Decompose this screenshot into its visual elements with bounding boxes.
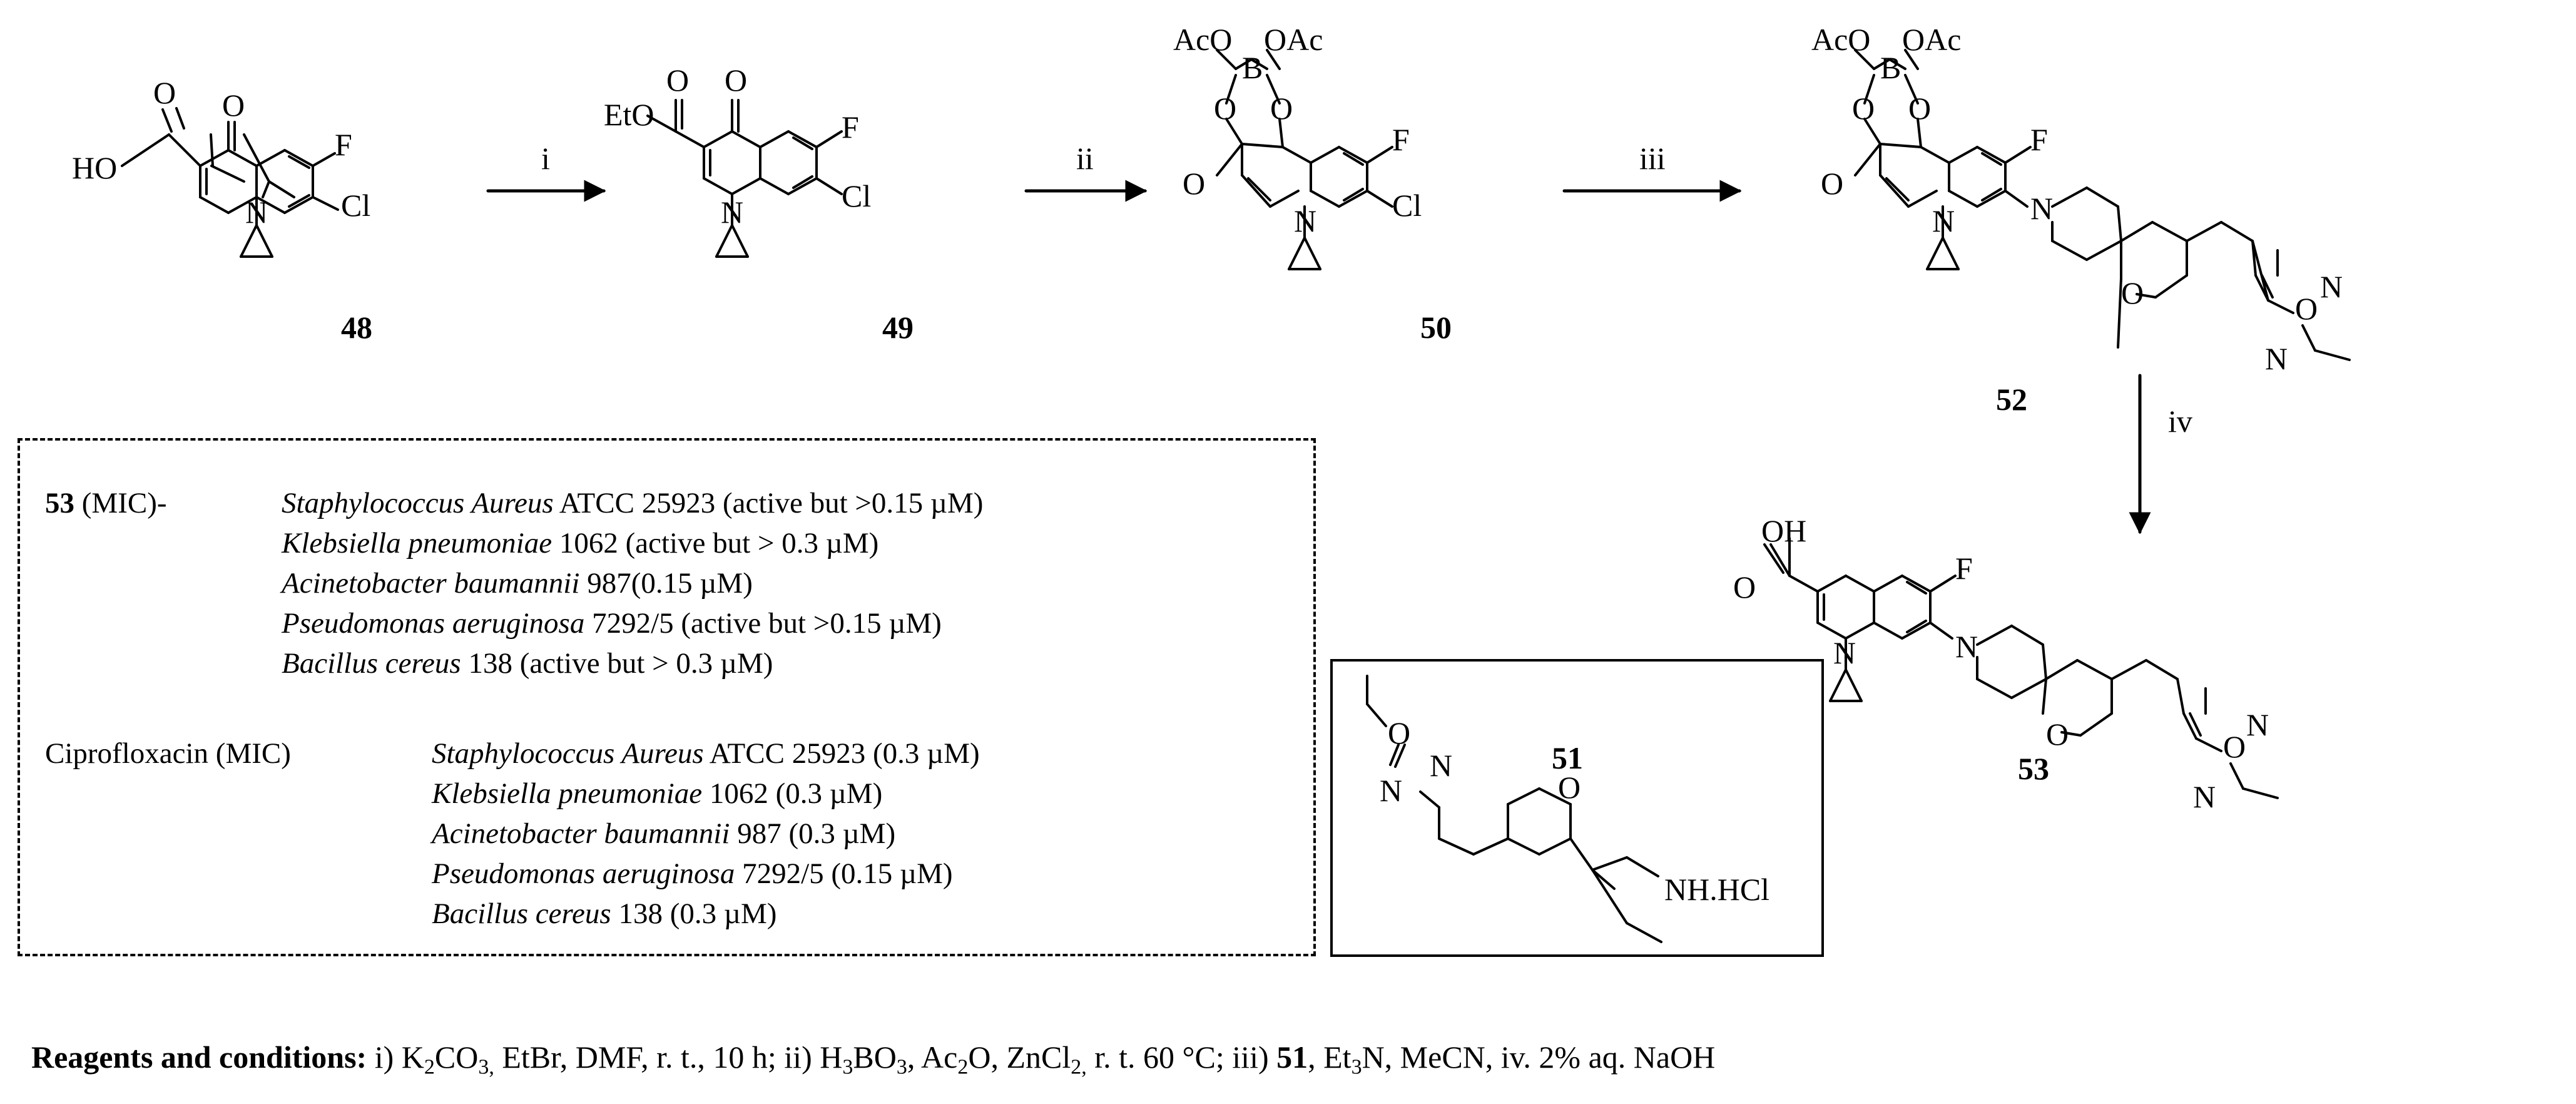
atom-label: N: [1833, 635, 1856, 670]
mic-row: Klebsiella pneumoniae 1062 (0.3 µM): [432, 777, 883, 810]
atom-label: N: [2193, 779, 2216, 814]
atom-label: N: [721, 195, 743, 230]
step-label-ii: ii: [1076, 141, 1094, 176]
atom-label: O: [222, 88, 245, 123]
compound-number-53: 53: [2018, 751, 2049, 786]
atom-label: O: [1183, 166, 1205, 201]
atom-label: F: [1955, 551, 1973, 586]
atom-label: O: [1733, 570, 1756, 605]
compound-51-box: [1330, 659, 1824, 957]
atom-label: O: [1270, 91, 1293, 126]
compound-number-50: 50: [1420, 310, 1452, 345]
mic-row: Klebsiella pneumoniae 1062 (active but >…: [282, 527, 879, 560]
mic-reference-label: Ciprofloxacin (MIC): [45, 737, 291, 770]
atom-label: N: [2246, 707, 2269, 742]
atom-label: N: [2265, 341, 2288, 376]
atom-label: O: [725, 63, 747, 98]
compound-50-structure: [1216, 49, 1393, 270]
atom-label: O: [1821, 166, 1843, 201]
atom-label: F: [335, 127, 352, 162]
compound-number-51: 51: [1552, 740, 1583, 775]
atom-label: AcO: [1811, 22, 1870, 57]
atom-label: O: [1908, 91, 1931, 126]
atom-label: N: [1932, 203, 1955, 238]
step-label-iv: iv: [2168, 404, 2192, 439]
atom-label: O: [2295, 291, 2318, 326]
mic-compound-results: Staphylococcus Aureus ATCC 25923 (active…: [282, 483, 983, 683]
mic-row: Pseudomonas aeruginosa 7292/5 (active bu…: [282, 607, 942, 640]
atom-label: N: [1955, 629, 1978, 664]
compound-51-structure: [1366, 675, 1662, 943]
compound-53-structure: [1763, 537, 2279, 799]
atom-label: N: [2320, 269, 2343, 304]
atom-label: O: [2121, 275, 2144, 310]
atom-label: N: [1430, 748, 1452, 783]
atom-label: N: [1294, 203, 1316, 238]
atom-label: B: [1242, 50, 1263, 85]
atom-label: Cl: [842, 178, 871, 213]
atom-label: HO: [72, 150, 117, 185]
atom-label: EtO: [604, 97, 654, 132]
atom-label: O: [1214, 91, 1236, 126]
atom-label: O: [2223, 729, 2246, 764]
atom-label: N: [2030, 191, 2053, 226]
atom-label: O: [153, 75, 176, 110]
atom-label: F: [1392, 122, 1410, 157]
step-label-iii: iii: [1639, 141, 1666, 176]
atom-label: AcO: [1173, 22, 1232, 57]
atom-label: B: [1880, 50, 1901, 85]
mic-reference-results: Staphylococcus Aureus ATCC 25923 (0.3 µM…: [432, 733, 980, 934]
atom-label: Cl: [341, 188, 370, 223]
compound-number-52: 52: [1996, 382, 2027, 417]
atom-label: O: [1558, 770, 1581, 805]
mic-compound-label: 53 (MIC)-: [45, 487, 167, 519]
compound-number-48: 48: [341, 310, 372, 345]
mic-row: Bacillus cereus 138 (active but > 0.3 µM…: [282, 647, 773, 680]
atom-label: O: [1852, 91, 1875, 126]
atom-label: N: [245, 195, 268, 230]
reagents-conditions: Reagents and conditions: i) K2CO3, EtBr,…: [31, 1040, 1716, 1079]
mic-results-box: [18, 438, 1316, 956]
mic-row: Bacillus cereus 138 (0.3 µM): [432, 897, 777, 930]
atom-label: NH.HCl: [1664, 872, 1769, 907]
atom-label: N: [1380, 773, 1402, 808]
atom-label: O: [2046, 717, 2069, 752]
compound-number-49: 49: [882, 310, 914, 345]
atom-label: O: [1388, 715, 1410, 750]
compound-52-structure: [1854, 49, 2351, 361]
atom-label: F: [2030, 122, 2048, 157]
atom-label: Cl: [1392, 188, 1422, 223]
atom-label: OH: [1761, 513, 1806, 548]
compound-49-structure: [646, 99, 843, 258]
atom-label: F: [842, 110, 859, 145]
mic-row: Acinetobacter baumannii 987 (0.3 µM): [432, 817, 896, 850]
mic-row: Staphylococcus Aureus ATCC 25923 (active…: [282, 487, 984, 519]
mic-row: Pseudomonas aeruginosa 7292/5 (0.15 µM): [432, 857, 953, 890]
atom-label: O: [666, 63, 689, 98]
compound-48-structure: [121, 107, 339, 258]
step-label-i: i: [541, 141, 550, 176]
atom-label: OAc: [1902, 22, 1961, 57]
atom-label: OAc: [1264, 22, 1323, 57]
mic-row: Staphylococcus Aureus ATCC 25923 (0.3 µM…: [432, 737, 980, 770]
mic-row: Acinetobacter baumannii 987(0.15 µM): [282, 567, 753, 600]
